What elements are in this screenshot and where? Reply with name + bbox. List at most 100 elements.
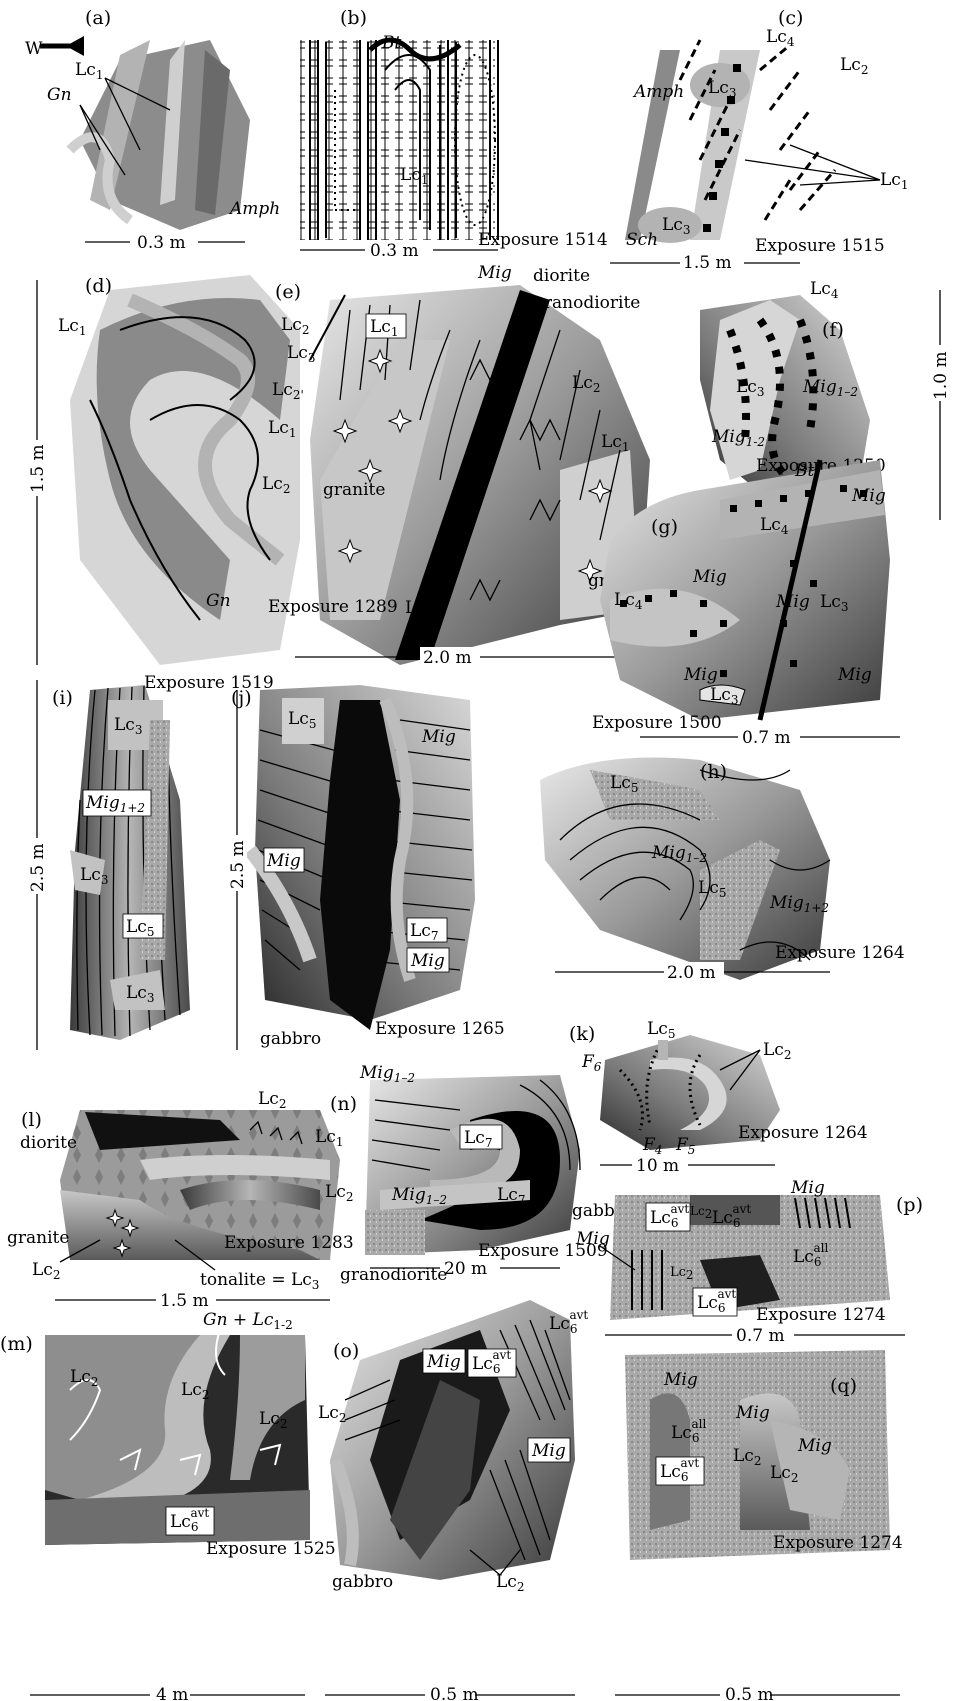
panel-k-exposure: Exposure 1264 [738, 1123, 868, 1143]
label-lc4: Lc4 [766, 27, 795, 49]
label-lc2: Lc2 [318, 1403, 346, 1425]
label-granodiorite: granodiorite [340, 1265, 447, 1285]
panel-m-scale: 4 m [156, 1685, 188, 1701]
label-lc1: Lc1 [315, 1127, 343, 1149]
panel-j-letter: (j) [231, 687, 252, 709]
panel-b-outcrop [300, 40, 495, 240]
panel-q-scale: 0.5 m [725, 1685, 774, 1701]
label-lc6: Lc6avt [549, 1308, 588, 1336]
panel-c-letter: (c) [778, 7, 803, 29]
panel-e-letter: (e) [275, 281, 301, 303]
panel-c-scale: 1.5 m [683, 253, 732, 273]
label-diorite: diorite [533, 266, 590, 286]
panel-k-letter: (k) [569, 1023, 595, 1045]
leader-line [800, 180, 880, 185]
label-tonalite: tonalite = Lc3 [200, 1270, 319, 1292]
panel-j-scale: 2.5 m [228, 840, 248, 889]
panel-m-letter: (m) [0, 1333, 33, 1355]
panel-h-scale: 2.0 m [667, 963, 716, 983]
label-lc2: Lc2 [840, 55, 868, 77]
label-mig2: Mig [575, 1229, 610, 1249]
label-lc4: Lc4 [810, 279, 839, 301]
panel-i: (i) Lc3 Mig1+2 Lc3 Lc5 Lc3 2.5 m [27, 680, 190, 1050]
label-mig4: Mig [683, 665, 718, 685]
label-lc5: Lc5 [647, 1019, 675, 1041]
label-gn: Gn [206, 591, 231, 611]
label-lc1: Lc1 [58, 316, 86, 338]
panel-k-lc5 [658, 1040, 668, 1060]
label-lc2: Lc2 [281, 315, 309, 337]
panel-l-scale: 1.5 m [160, 1291, 209, 1311]
panel-o-scale: 0.5 m [430, 1685, 479, 1701]
label-gnlc: Gn + Lc1-2 [203, 1310, 293, 1332]
label-bt: Bt [381, 33, 401, 53]
label-gabbro: gabbro [332, 1572, 393, 1592]
label-lc2c: Lc2 [32, 1260, 60, 1282]
label-mig1: Mig [790, 1178, 825, 1198]
panel-a-letter: (a) [85, 7, 111, 29]
panel-f-scale: 1.0 m [931, 351, 951, 400]
label-mig3: Mig [797, 1436, 832, 1456]
panel-e-exposure: Exposure 1289 [268, 597, 398, 617]
panel-n-letter: (n) [330, 1093, 357, 1115]
label-lc2: Lc2 [763, 1040, 791, 1062]
label-amph: Amph [228, 199, 280, 219]
label-amph: Amph [632, 82, 684, 102]
panel-p-scale: 0.7 m [736, 1326, 785, 1346]
label-mig2: Mig [266, 851, 301, 871]
label-mig2: Mig [531, 1441, 566, 1461]
panel-i-letter: (i) [52, 687, 73, 709]
panel-l-exposure: Exposure 1283 [224, 1233, 354, 1253]
panel-j: (j) Lc5 Mig Mig Lc7 Mig gabbro Exposure … [227, 685, 505, 1050]
label-lc2b: Lc2 [496, 1572, 524, 1594]
label-granodiorite: granodiorite [533, 293, 640, 313]
label-mig1: Mig [426, 1352, 461, 1372]
label-lc2b: Lc2 [670, 1265, 694, 1282]
panel-p-exposure: Exposure 1274 [756, 1305, 886, 1325]
panel-h-exposure: Exposure 1264 [775, 943, 905, 963]
panel-h: (h) Lc5 Mig1–2 Lc5 Mig1+2 Exposure 1264 … [540, 758, 905, 984]
panel-m: (m) Gn + Lc1-2 Lc2 Lc2 Lc2 Lc6avt Exposu… [0, 1310, 336, 1701]
panel-c: (c) Lc4 Lc2 Amph Lc3 Lc1 Lc3 Sch 1.5 m E… [610, 7, 908, 273]
panel-g-scale: 0.7 m [742, 728, 791, 748]
label-mig3: Mig [410, 951, 445, 971]
panel-g-exposure: Exposure 1500 [592, 713, 722, 733]
label-lc2: Lc2 [258, 1089, 286, 1111]
panel-l-letter: (l) [21, 1109, 42, 1131]
panel-d-exposure: Exposure 1519 [144, 673, 274, 693]
panel-i-scale: 2.5 m [28, 843, 48, 892]
label-mig2: Mig [735, 1403, 770, 1423]
panel-c-exposure: Exposure 1515 [755, 236, 885, 256]
panel-k: (k) Lc5 Lc2 F6 F4 F5 Exposure 1264 10 m [569, 1019, 868, 1176]
panel-d-letter: (d) [85, 275, 112, 297]
panel-b: (b) Bt Lc1 0.3 m Exposure 1514 [300, 7, 608, 261]
label-mig2: Mig [692, 567, 727, 587]
panel-e-scale: 2.0 m [423, 648, 472, 668]
west-arrow-head [66, 36, 84, 56]
label-gn: Gn [47, 85, 72, 105]
panel-b-letter: (b) [340, 7, 367, 29]
panel-d: (d) Lc1 Lc3 Lc2' Lc1 Lc2 Gn 1.5 m Exposu… [27, 275, 315, 693]
panel-d-scale: 1.5 m [28, 444, 48, 493]
label-granite: granite [7, 1228, 69, 1248]
leader-line [745, 160, 880, 180]
panel-h-letter: (h) [700, 761, 727, 783]
label-f6: F6 [581, 1052, 602, 1074]
panel-b-exposure: Exposure 1514 [478, 230, 608, 250]
panel-b-scale: 0.3 m [370, 241, 419, 261]
panel-n: Mig1–2 (n) Lc7 Mig1–2 Lc7 gabbro Exposur… [330, 1063, 633, 1285]
label-lc3: Lc3 [287, 343, 315, 365]
panel-m-exposure: Exposure 1525 [206, 1539, 336, 1559]
leader-line [790, 145, 880, 180]
label-lc2b: Lc2 [325, 1182, 353, 1204]
label-lc1: Lc1 [75, 60, 103, 82]
panel-l: (l) diorite Lc2 Lc1 Lc2 granite Lc2 Expo… [7, 1089, 354, 1311]
panel-q: (q) Mig Lc6all Mig Lc2 Mig Lc6avt Lc2 Ex… [615, 1350, 903, 1701]
label-gabbro: gabbro [260, 1029, 321, 1049]
label-sch: Sch [626, 230, 658, 250]
label-mig1: Mig [663, 1370, 698, 1390]
label-mig: Mig [477, 263, 512, 283]
panel-a: (a) W Lc1 Gn Amph 0.3 m [25, 7, 280, 253]
label-bt: Bt [794, 461, 814, 481]
direction-label: W [25, 39, 43, 59]
